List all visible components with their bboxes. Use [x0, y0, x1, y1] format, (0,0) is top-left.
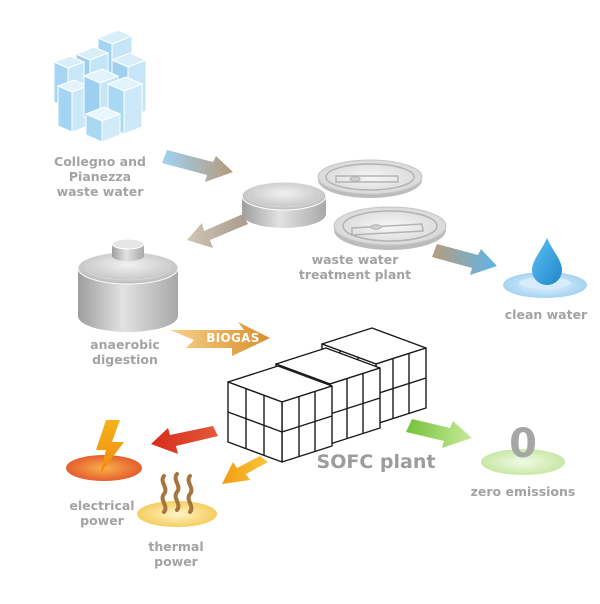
label-thermal-line2: power — [154, 554, 198, 569]
arrow-sludge — [187, 214, 248, 248]
treatment-tank-icon — [241, 181, 327, 228]
arrow-wastewater-in — [162, 150, 233, 182]
heat-waves-icon — [137, 472, 217, 527]
lightning-icon — [66, 420, 142, 481]
label-clean-water-text: clean water — [504, 307, 588, 322]
label-thermal-line1: thermal — [148, 539, 204, 554]
label-biogas-text: BIOGAS — [206, 331, 260, 345]
buildings-icon — [52, 29, 148, 143]
fuel-cell-stack-icon — [227, 327, 427, 463]
zero-emissions-disc — [481, 449, 565, 475]
label-electrical-line1: electrical — [69, 498, 135, 513]
label-treatment-line2: treatment plant — [298, 267, 412, 282]
label-sofc-text: SOFC plant — [316, 451, 436, 473]
arrow-thermal — [222, 456, 268, 484]
arrow-emissions — [406, 419, 472, 448]
label-electrical-line2: power — [80, 513, 124, 528]
water-drop-icon — [503, 238, 587, 298]
label-zero-emissions-text: zero emissions — [470, 484, 576, 499]
arrow-clean-water — [432, 244, 497, 275]
label-source: Collegno and Pianezza waste water — [40, 154, 160, 199]
label-source-line3: waste water — [56, 184, 144, 199]
label-sofc-plant: SOFC plant — [306, 451, 446, 473]
label-digestion-line2: digestion — [92, 352, 158, 367]
label-thermal-power: thermal power — [128, 539, 224, 569]
clarifier-tank-icon — [317, 159, 423, 198]
clarifier-tank-icon-2 — [333, 206, 447, 250]
label-zero-emissions: zero emissions — [460, 484, 586, 499]
label-biogas: BIOGAS — [196, 331, 270, 346]
label-zero-number-text: 0 — [509, 421, 537, 467]
label-electrical-power: electrical power — [52, 498, 152, 528]
label-clean-water: clean water — [492, 307, 600, 322]
label-zero-number: 0 — [493, 424, 553, 464]
label-digestion-line1: anaerobic — [90, 337, 160, 352]
arrow-electrical — [151, 426, 218, 454]
label-treatment-line1: waste water — [311, 252, 399, 267]
label-source-line2: Pianezza — [68, 169, 132, 184]
biogas-arrow — [170, 322, 270, 356]
label-treatment-plant: waste water treatment plant — [290, 252, 420, 282]
label-source-line1: Collegno and — [54, 154, 146, 169]
digester-tank-icon — [77, 238, 179, 332]
label-anaerobic-digestion: anaerobic digestion — [70, 337, 180, 367]
